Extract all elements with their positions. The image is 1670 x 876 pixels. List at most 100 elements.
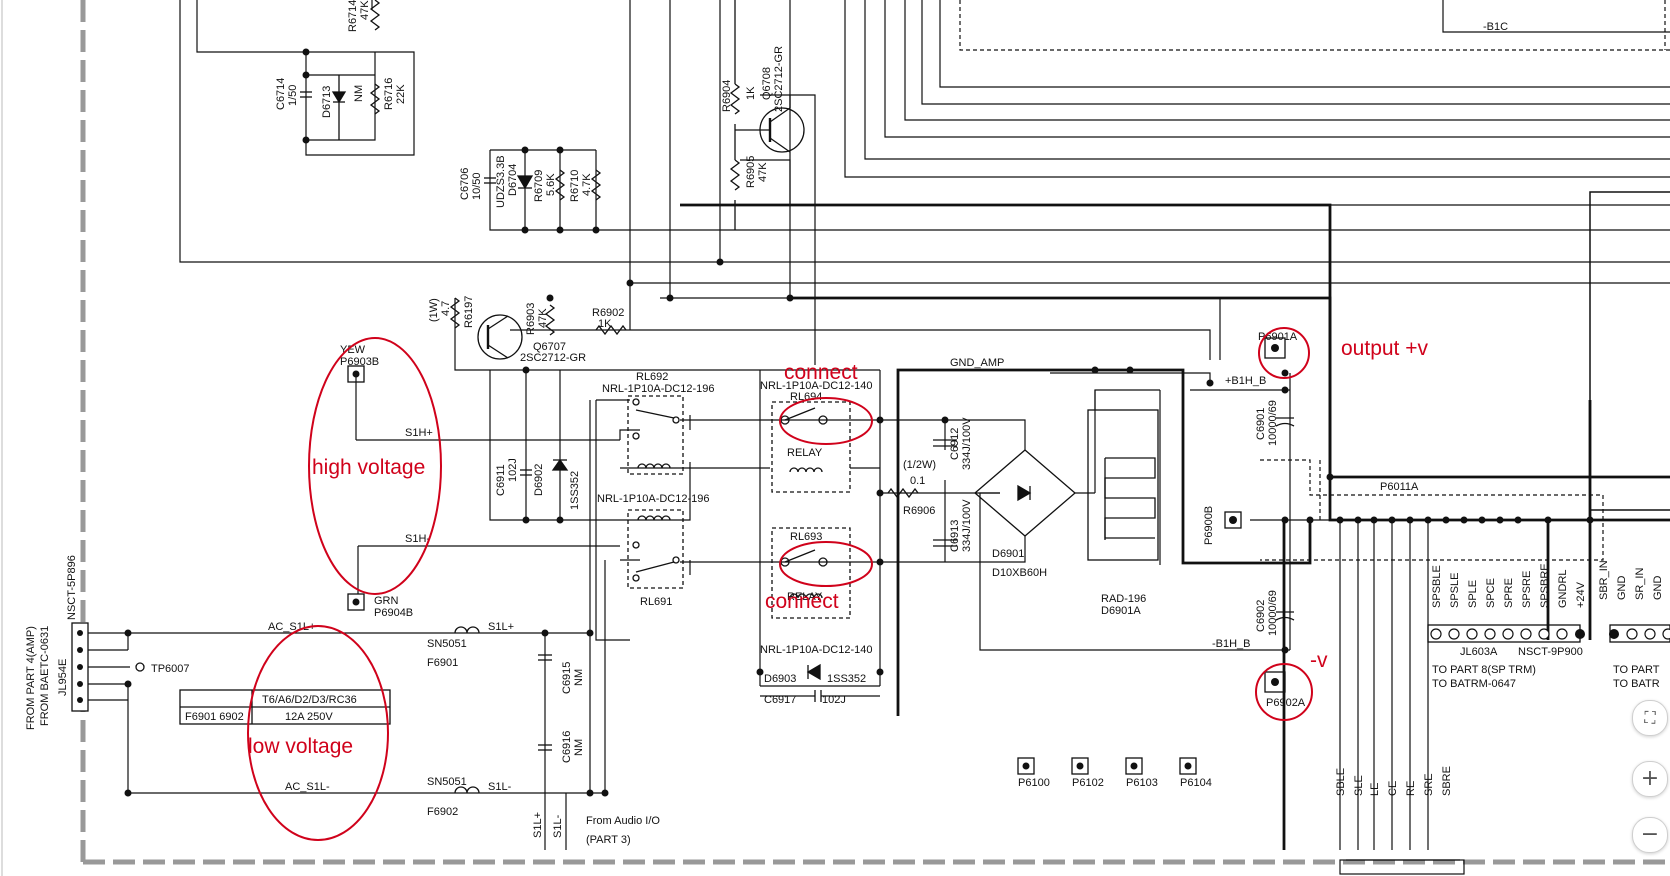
- label-nm-c6916: NM: [573, 739, 585, 756]
- label-rl691: RL691: [640, 596, 672, 608]
- label-r6906-val: 0.1: [910, 475, 925, 487]
- label-s1h-minus: S1H-: [405, 533, 430, 545]
- label-p6100: P6100: [1018, 777, 1050, 789]
- label-nsct5p: NSCT-5P896: [66, 555, 78, 620]
- components: [71, 0, 1670, 794]
- label-c6714-val: 1/50: [287, 85, 299, 106]
- label-to-part8: TO PART 8(SP TRM): [1432, 664, 1536, 676]
- label-p6011a: P6011A: [1380, 481, 1419, 493]
- label-sig-gndrl: GNDRL: [1557, 569, 1569, 608]
- label-sig-sble: SBLE: [1335, 768, 1347, 796]
- label-r6906: R6906: [903, 505, 935, 517]
- label-rl691-val: NRL-1P10A-DC12-196: [597, 493, 710, 505]
- label-d6704: D6704: [507, 164, 519, 196]
- label-p6102: P6102: [1072, 777, 1104, 789]
- annotation-high-voltage: high voltage: [312, 456, 425, 479]
- label-p6900b: P6900B: [1203, 506, 1215, 545]
- label-to-part-r: TO PART: [1613, 664, 1660, 676]
- label-sig-gnd: GND: [1616, 576, 1628, 601]
- label-r6903: R6903: [525, 303, 537, 335]
- label-r6904: R6904: [721, 80, 733, 112]
- label-c6902: C6902: [1255, 600, 1267, 632]
- label-p6902a: P6902A: [1266, 697, 1306, 709]
- label-c6917: C6917: [764, 694, 796, 706]
- label-from-baetc: FROM BAETC-0631: [39, 626, 51, 726]
- label-fuse-hdr: T6/A6/D2/D3/RC36: [262, 694, 357, 706]
- label-b1h-plus: +B1H_B: [1225, 375, 1266, 387]
- label-p6903b: P6903B: [340, 356, 379, 368]
- label-q6707-val: 2SC2712-GR: [520, 352, 586, 364]
- label-r6709: R6709: [533, 170, 545, 202]
- zoom-out-button[interactable]: −: [1632, 817, 1668, 853]
- label-sig-le: LE: [1369, 783, 1381, 796]
- label-tp6007: TP6007: [151, 663, 190, 675]
- label-s1l-minus: S1L-: [488, 781, 512, 793]
- label-c6913: C6913: [949, 520, 961, 552]
- label-c6706-val: 10/50: [471, 172, 483, 200]
- label-q6708: Q6708: [761, 67, 773, 100]
- label-d6903: D6903: [764, 673, 796, 685]
- label-part3: (PART 3): [586, 834, 631, 846]
- label-r6905: R6905: [745, 156, 757, 188]
- label-ac-s1l-minus: AC_S1L-: [285, 781, 330, 793]
- label-d6901-val: D10XB60H: [992, 567, 1047, 579]
- label-f6901: F6901: [427, 657, 458, 669]
- annotation-output-pos: output +v: [1341, 337, 1428, 360]
- label-r6710: R6710: [569, 170, 581, 202]
- label-nm-a: NM: [353, 85, 365, 102]
- label-sig-spre: SPRE: [1503, 578, 1515, 608]
- zoom-fit-button[interactable]: ⛶: [1632, 700, 1668, 736]
- label-c6912: C6912: [949, 428, 961, 460]
- label-c6917-val: 102J: [822, 694, 846, 706]
- label-from-audio: From Audio I/O: [586, 815, 660, 827]
- label-c6901-val: 10000/69: [1267, 400, 1279, 446]
- label-c6911-val: 102J: [507, 458, 519, 482]
- label-r6714: R6714: [347, 0, 359, 32]
- label-grn: GRN: [374, 595, 399, 607]
- label-r6906-w: (1/2W): [903, 459, 936, 471]
- label-p6104: P6104: [1180, 777, 1212, 789]
- label-r6716: R6716: [383, 78, 395, 110]
- label-d6903-val: 1SS352: [827, 673, 866, 685]
- label-c6706: C6706: [459, 168, 471, 200]
- label-b1h-minus: -B1H_B: [1212, 638, 1251, 650]
- label-c6913-val: 334J/100V: [961, 499, 973, 552]
- label-sig-sple: SPLE: [1467, 580, 1479, 608]
- label-c6714: C6714: [275, 78, 287, 110]
- label-d6704-val: UDZS3.3B: [495, 155, 507, 208]
- label-r6903-val: 47K: [537, 308, 549, 328]
- label-r6902: R6902: [592, 307, 624, 319]
- annotation-connect-bottom: connect: [765, 590, 839, 613]
- label-f6902: F6902: [427, 806, 458, 818]
- label-p6103: P6103: [1126, 777, 1158, 789]
- label-sig-re: RE: [1405, 781, 1417, 796]
- label-c6912-val: 334J/100V: [961, 417, 973, 470]
- label-s1l-plus-bottom: S1L+: [532, 812, 544, 838]
- label-sig-24v: +24V: [1575, 581, 1587, 608]
- label-yew: YEW: [340, 344, 366, 356]
- label-relay-bottom: RELAY: [787, 591, 823, 603]
- annotation-output-neg: -v: [1310, 649, 1328, 672]
- label-r6197-val: 4.7: [440, 301, 452, 316]
- label-jl954e: JL954E: [57, 659, 69, 696]
- label-sig-ce: CE: [1387, 781, 1399, 796]
- label-sig-spsre: SPSRE: [1521, 571, 1533, 608]
- label-r6716-val: 22K: [395, 84, 407, 104]
- label-d6902-val: 1SS352: [569, 471, 581, 510]
- label-sig-spsbre: SPSBRE: [1539, 563, 1551, 608]
- label-sig-sre: SRE: [1423, 773, 1435, 796]
- label-r6714-val: 47K: [359, 0, 371, 20]
- label-rl694: RL694: [790, 391, 822, 403]
- label-nsct9p: NSCT-9P900: [1518, 646, 1583, 658]
- zoom-in-button[interactable]: +: [1632, 761, 1668, 797]
- label-r6197: R6197: [463, 296, 475, 328]
- label-relay-top: RELAY: [787, 447, 823, 459]
- label-d6902: D6902: [533, 464, 545, 496]
- pad-dots: [77, 344, 1279, 770]
- label-b1c: -B1C: [1483, 21, 1508, 33]
- annotation-connect-top: connect: [784, 361, 858, 384]
- label-nm-c6915: NM: [573, 669, 585, 686]
- label-d6901: D6901: [992, 548, 1024, 560]
- label-q6708-val: 2SC2712-GR: [773, 46, 785, 112]
